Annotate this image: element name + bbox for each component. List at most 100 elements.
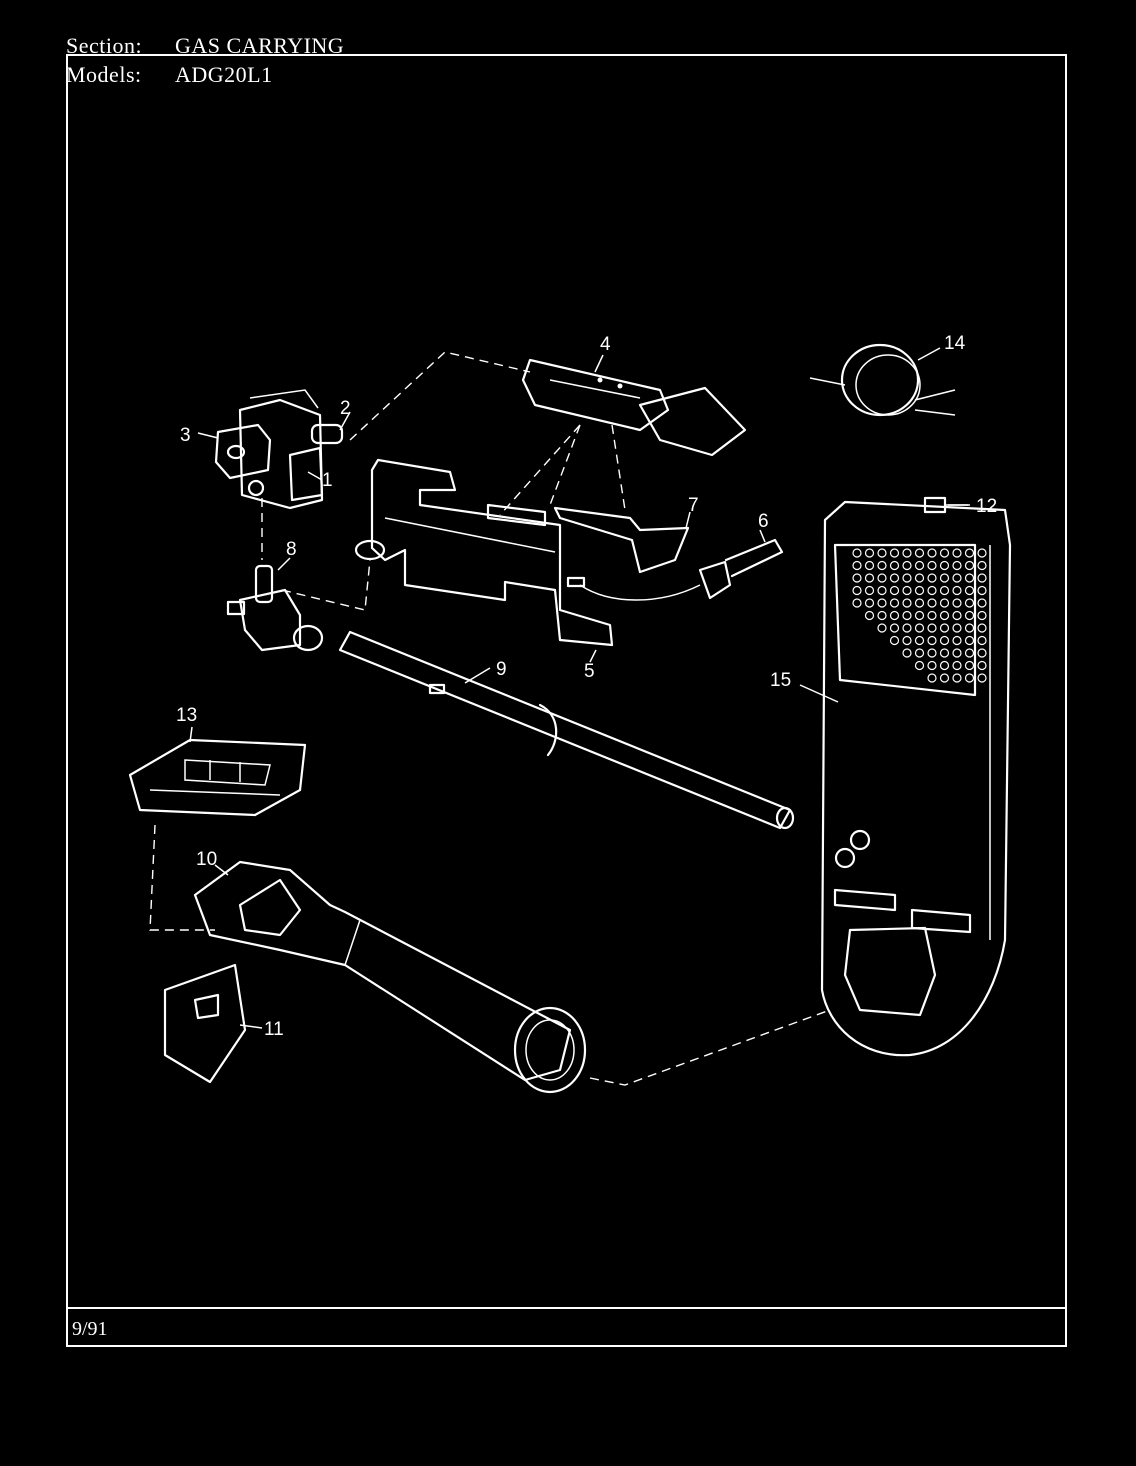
vent-hole — [952, 635, 962, 646]
callout-4: 4 — [600, 334, 611, 355]
combustion-chamber — [193, 860, 587, 1094]
gas-valve-assembly — [214, 389, 344, 510]
vent-hole — [852, 598, 862, 608]
vent-hole — [977, 610, 987, 621]
burner-housing — [820, 500, 1012, 1057]
callout-2: 2 — [340, 398, 351, 419]
vent-hole — [964, 573, 975, 583]
vent-hole — [914, 548, 925, 558]
vent-hole — [939, 573, 950, 583]
vent-hole — [952, 648, 962, 658]
vent-hole — [977, 598, 987, 608]
section-label: Section: — [66, 33, 143, 58]
vent-hole — [889, 598, 900, 608]
vent-hole — [927, 648, 937, 658]
vent-hole — [914, 560, 925, 571]
callout-leader-lines — [189, 347, 970, 1029]
callout-6: 6 — [758, 511, 769, 532]
vent-hole — [939, 610, 950, 621]
vent-hole — [889, 548, 900, 558]
vent-hole — [964, 660, 975, 671]
vent-hole — [864, 573, 875, 583]
models-label: Models: — [66, 62, 142, 87]
callout-9: 9 — [496, 659, 507, 680]
vent-hole — [877, 573, 887, 583]
vent-hole — [914, 623, 925, 633]
vent-hole — [964, 610, 975, 621]
vent-hole — [939, 648, 950, 658]
vent-hole — [902, 548, 912, 558]
vent-hole — [939, 660, 950, 671]
vent-hole — [964, 623, 975, 633]
vent-hole — [889, 585, 900, 596]
vent-hole — [852, 573, 862, 583]
vent-hole — [902, 635, 912, 646]
burner-bracket — [521, 358, 747, 457]
callout-10: 10 — [196, 849, 217, 870]
vent-hole — [914, 660, 925, 671]
burner-tube — [338, 630, 795, 830]
vent-hole — [877, 598, 887, 608]
vent-hole — [914, 635, 925, 646]
footer-divider — [66, 1307, 1067, 1309]
vent-hole — [877, 623, 887, 633]
vent-hole — [902, 573, 912, 583]
vent-hole — [977, 585, 987, 596]
vent-hole — [952, 548, 962, 558]
vent-hole — [977, 635, 987, 646]
callout-1: 1 — [322, 470, 333, 491]
orifice-elbow — [226, 564, 324, 652]
sensor-housing — [128, 738, 307, 817]
vent-hole — [977, 673, 987, 683]
vent-hole — [927, 635, 937, 646]
vent-hole — [977, 573, 987, 583]
vent-hole — [914, 598, 925, 608]
vent-hole — [964, 648, 975, 658]
callout-8: 8 — [286, 539, 297, 560]
vent-hole — [902, 623, 912, 633]
vent-hole — [977, 623, 987, 633]
vent-hole — [889, 560, 900, 571]
diagram-frame — [66, 54, 1067, 1347]
vent-hole — [864, 585, 875, 596]
assembly-guide-lines — [149, 351, 831, 1086]
vent-hole — [889, 623, 900, 633]
vent-hole — [889, 573, 900, 583]
wire-harness — [809, 343, 956, 417]
vent-hole — [889, 610, 900, 621]
vent-hole — [939, 598, 950, 608]
callout-12: 12 — [976, 496, 997, 517]
vent-hole — [939, 560, 950, 571]
vent-hole — [952, 573, 962, 583]
vent-hole — [927, 610, 937, 621]
vent-hole — [927, 548, 937, 558]
callout-3: 3 — [180, 425, 191, 446]
vent-hole — [927, 573, 937, 583]
vent-hole — [939, 673, 950, 683]
vent-hole — [877, 585, 887, 596]
vent-hole — [927, 560, 937, 571]
vent-hole — [939, 585, 950, 596]
vent-hole — [864, 598, 875, 608]
vent-hole — [877, 610, 887, 621]
vent-hole — [902, 585, 912, 596]
vent-hole — [977, 548, 987, 558]
vent-hole — [902, 560, 912, 571]
vent-hole — [889, 635, 900, 646]
vent-hole — [902, 598, 912, 608]
flame-shield — [163, 963, 247, 1084]
vent-hole — [927, 598, 937, 608]
mounting-bracket — [354, 458, 614, 647]
vent-hole — [852, 548, 862, 558]
callout-5: 5 — [584, 661, 595, 682]
vent-hole — [864, 610, 875, 621]
vent-hole — [952, 610, 962, 621]
vent-hole-pattern — [852, 548, 987, 683]
vent-hole — [902, 648, 912, 658]
vent-hole — [864, 560, 875, 571]
vent-hole — [902, 610, 912, 621]
vent-hole — [852, 585, 862, 596]
vent-hole — [939, 623, 950, 633]
vent-hole — [952, 623, 962, 633]
